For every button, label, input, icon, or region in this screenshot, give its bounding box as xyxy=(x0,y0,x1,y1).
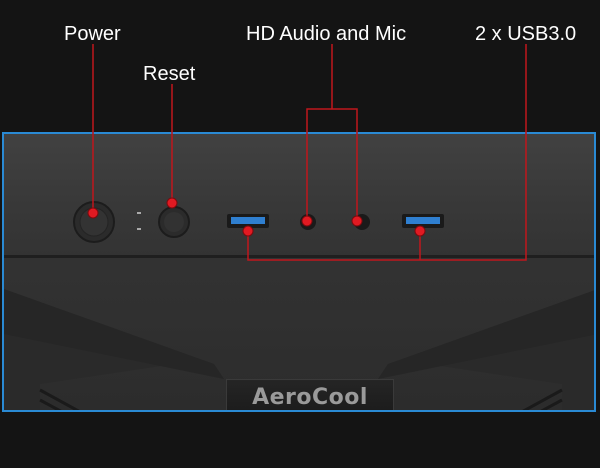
left-facet xyxy=(4,289,224,379)
mic-jack xyxy=(354,214,370,230)
usb-label: 2 x USB3.0 xyxy=(475,23,577,45)
case-front-panel: AeroCool xyxy=(2,132,596,412)
audio-jack xyxy=(300,214,316,230)
power-label: Power xyxy=(64,23,121,45)
case-artwork xyxy=(4,201,594,410)
led-top xyxy=(137,212,141,214)
brand-logo: AeroCool xyxy=(252,385,368,410)
right-vent xyxy=(522,388,563,410)
led-bottom xyxy=(137,228,141,230)
right-facet xyxy=(378,290,594,379)
audio-label: HD Audio and Mic xyxy=(246,23,407,45)
left-vent xyxy=(39,388,80,410)
logo-plate: AeroCool xyxy=(226,379,394,410)
reset-label: Reset xyxy=(143,63,196,85)
